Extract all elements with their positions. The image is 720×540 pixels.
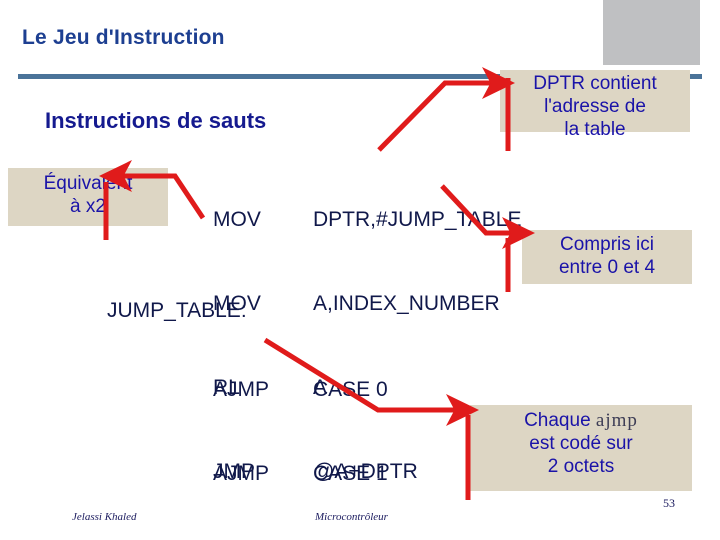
callout-line: Compris ici (560, 234, 654, 255)
callout-text: Chaque (524, 410, 596, 431)
page-number: 53 (663, 496, 675, 510)
callout-line: DPTR contient (533, 73, 657, 94)
callout-line: 2 octets (547, 456, 615, 477)
code-block2-mnemonics: AJMP AJMP AJMP AJMP AJMP (213, 320, 269, 540)
decorative-grey-block (603, 0, 700, 65)
callout-line: la table (564, 119, 626, 140)
callout-line: est codé sur (529, 433, 633, 454)
arrow-to-dptr-callout (377, 67, 515, 152)
code-line: AJMP (213, 378, 270, 401)
footer-subject: Microcontrôleur (315, 511, 388, 523)
callout-line: l'adresse de (544, 96, 646, 117)
title-divider-rule (18, 74, 702, 79)
section-heading: Instructions de sauts (45, 108, 267, 133)
code-line: CASE 0 (313, 378, 388, 401)
code-line: DPTR,#JUMP_TABLE (313, 208, 522, 231)
code-line: @A+DPTR (313, 460, 418, 483)
callout-range-0-4: Compris ici entre 0 et 4 (522, 230, 692, 284)
code-line: CASE 1 (313, 462, 388, 485)
code-label-jump-table: JUMP_TABLE: (107, 299, 247, 322)
code-line: A,INDEX_NUMBER (313, 292, 500, 315)
callout-ajmp-two-bytes: Chaque ajmp est codé sur 2 octets (470, 405, 692, 491)
callout-line: Chaque ajmp (476, 409, 686, 432)
code-block1-mnemonics: MOV MOV RL JMP . . . (213, 150, 262, 540)
callout-line: Équivalent (43, 173, 133, 194)
page-title: Le Jeu d'Instruction (22, 26, 225, 49)
code-line: JMP (213, 460, 255, 483)
callout-dptr-address: DPTR contient l'adresse de la table (500, 70, 690, 140)
code-block2-operands: CASE 0 CASE 1 CASE 2 CASE 3 CASE 4 (313, 320, 388, 540)
code-line: RL (213, 376, 240, 399)
code-line: MOV (213, 208, 261, 231)
callout-line: à x2 (70, 196, 106, 217)
code-line: AJMP (213, 462, 270, 485)
code-line: MOV (213, 292, 261, 315)
callout-mnemonic-ajmp: ajmp (595, 410, 638, 431)
callout-line: entre 0 et 4 (558, 257, 656, 278)
callout-equivalent-x2: Équivalent à x2 (8, 168, 168, 226)
footer-author: Jelassi Khaled (72, 511, 137, 523)
